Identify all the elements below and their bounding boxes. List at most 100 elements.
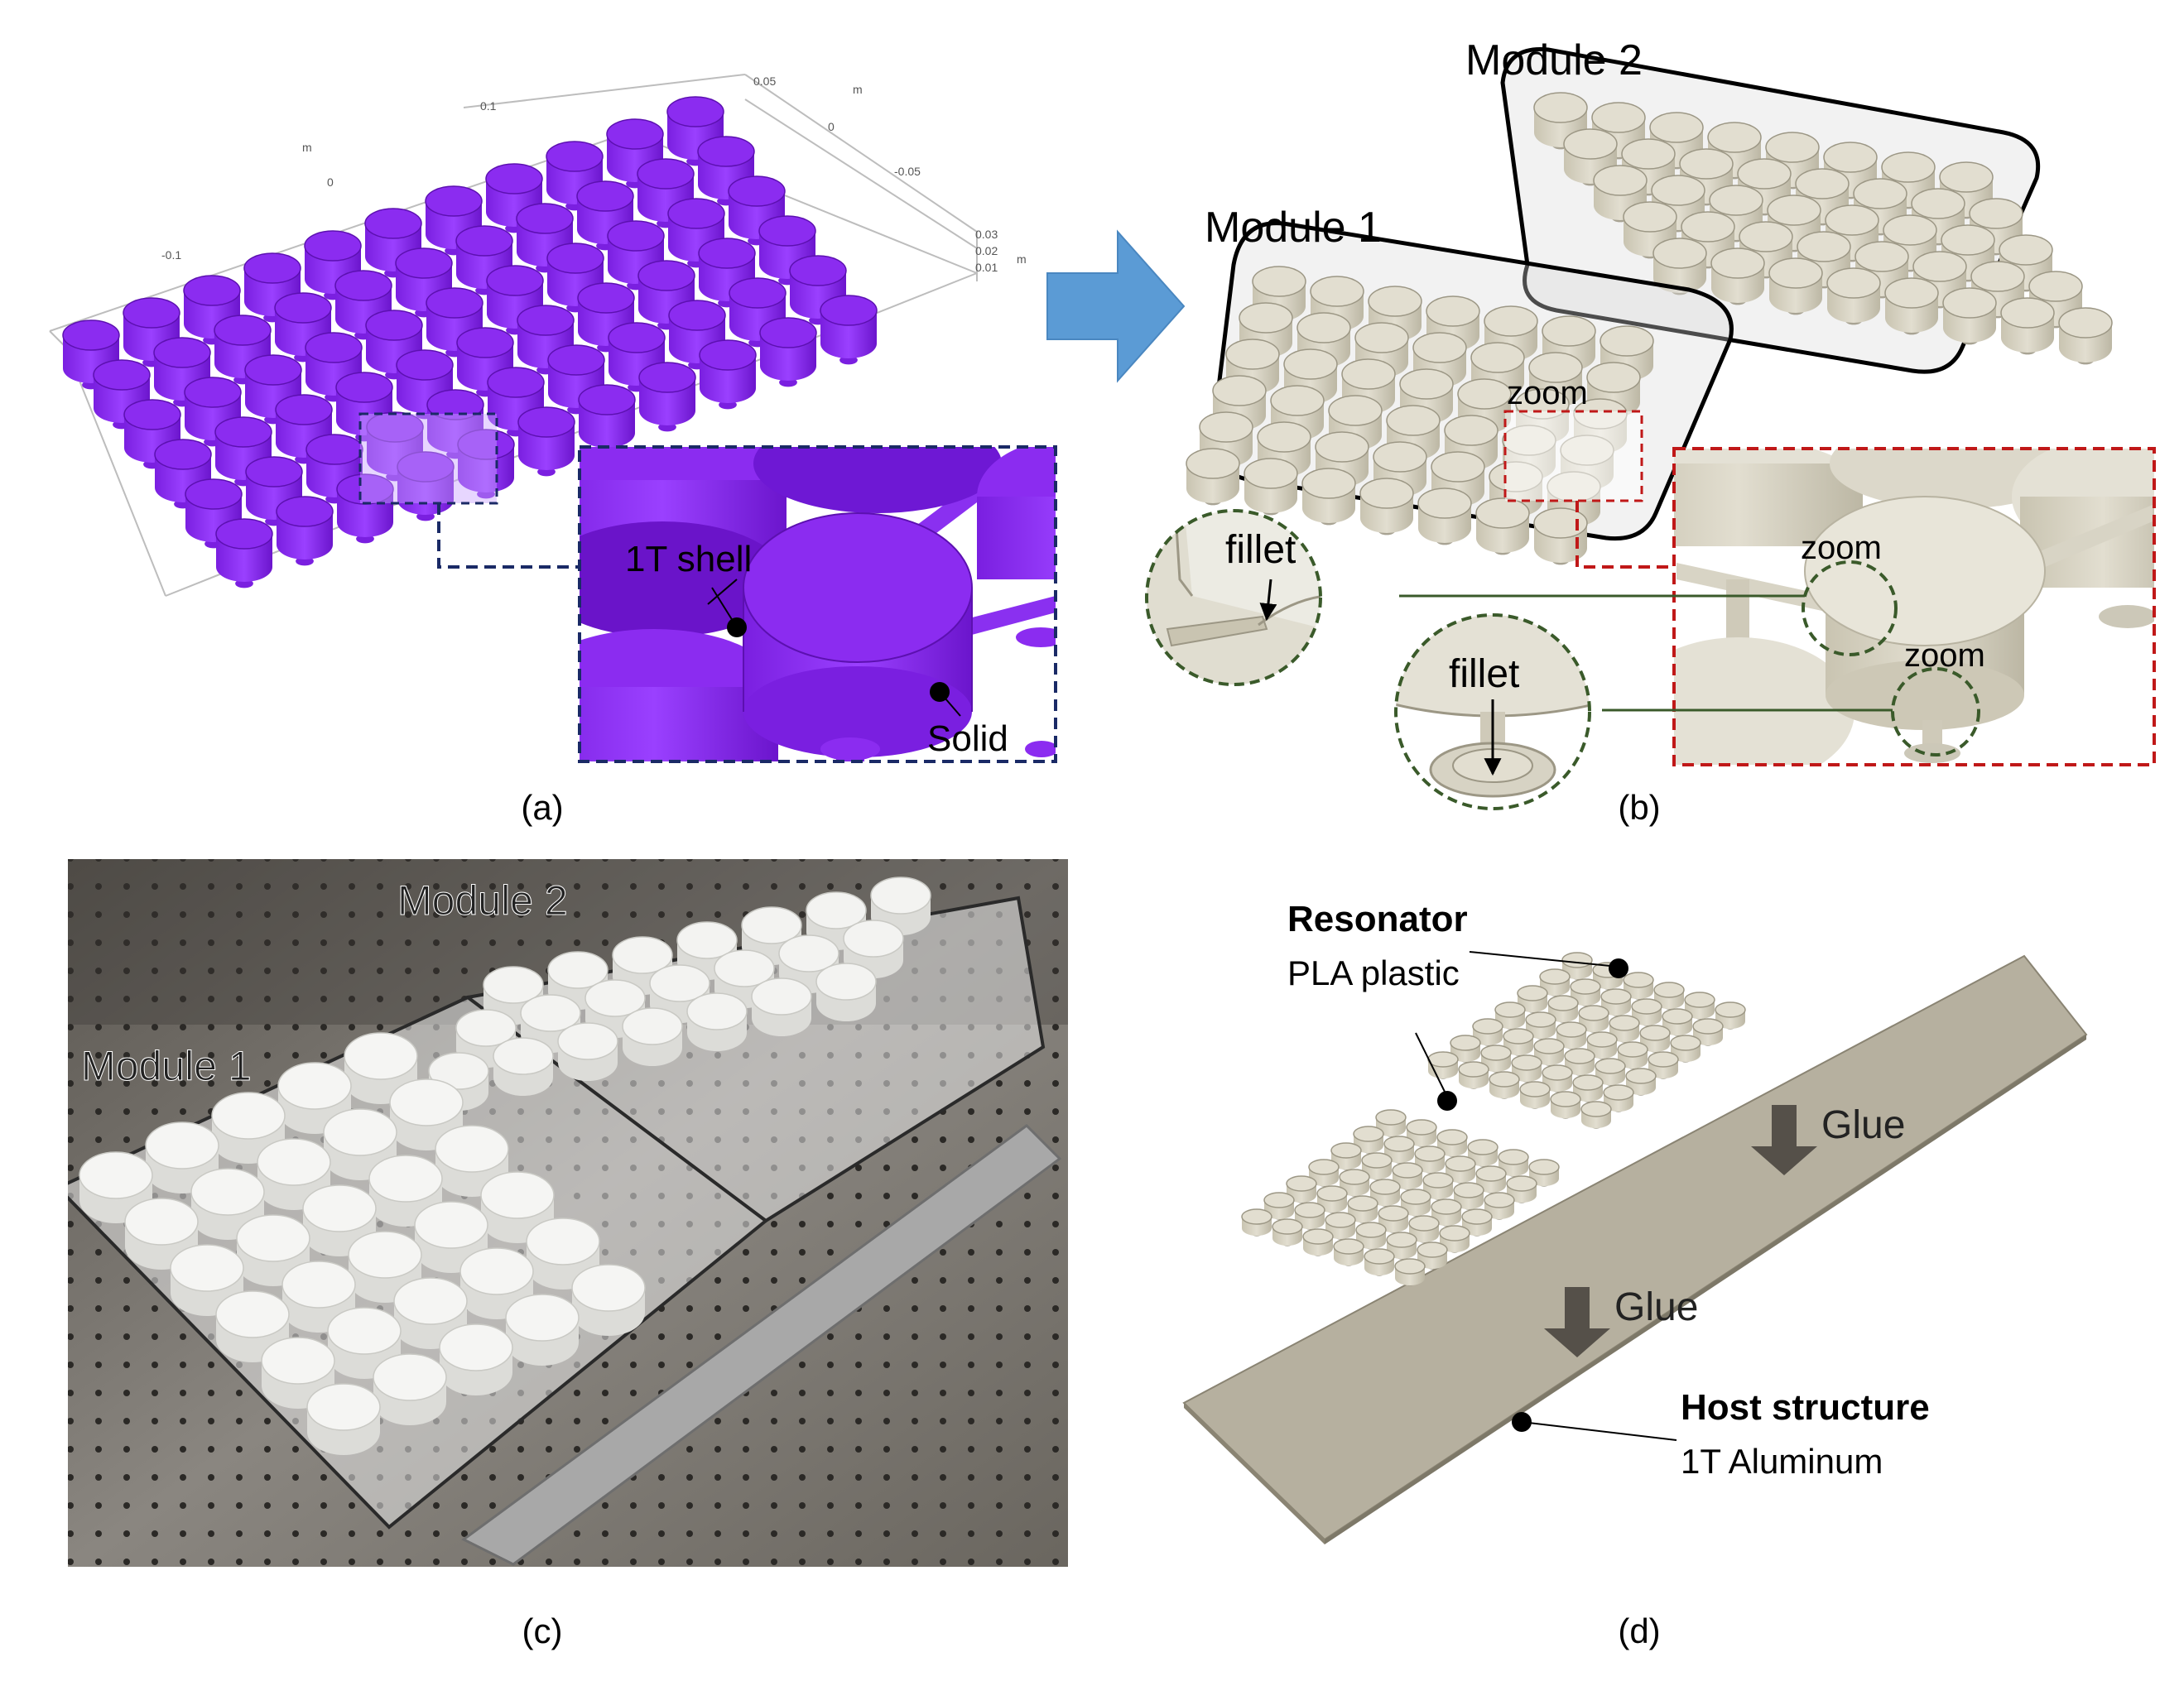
resonator-cylinder xyxy=(1364,1248,1395,1276)
resonator-cylinder xyxy=(244,354,302,425)
tick-label: 0.1 xyxy=(480,99,497,113)
resonator-array-module-2 xyxy=(1533,92,2113,365)
tick-label: 0.02 xyxy=(975,244,998,257)
resonator-cylinder xyxy=(547,344,605,415)
caption-b: (b) xyxy=(1618,788,1660,827)
resonator-cylinder xyxy=(215,518,273,588)
resonator-cylinder xyxy=(1580,1101,1612,1129)
resonator-cylinder xyxy=(1353,1126,1384,1154)
resonator-cylinder xyxy=(1386,1232,1417,1260)
zoom-box xyxy=(1503,410,1643,502)
resonator-cylinder xyxy=(457,429,515,499)
resonator-cylinder xyxy=(729,277,787,348)
resonator-cylinder xyxy=(1302,1228,1334,1256)
resonator-cylinder xyxy=(364,208,422,278)
panel-c: Module 2 Module 1 (c) xyxy=(68,859,1068,1650)
resonator-cylinder xyxy=(1884,277,1939,335)
resonator-cylinder xyxy=(486,265,544,335)
resonator-array-model xyxy=(62,96,878,588)
zoom-connector xyxy=(1575,501,1672,569)
resonator-cylinder xyxy=(1399,368,1454,426)
resonator-cylinder xyxy=(1542,1064,1573,1093)
zoom-circle-lower xyxy=(1891,667,1980,756)
resonator-cylinder xyxy=(1595,1058,1626,1086)
tick-label: -0.1 xyxy=(161,248,181,262)
resonator-cylinder xyxy=(336,473,394,544)
resonator-cylinder xyxy=(1539,968,1571,997)
panel-a: 0.1 0.05 0 -0.05 0 -0.1 0.03 0.02 0.01 m… xyxy=(49,74,1057,827)
resonator-cylinder xyxy=(1826,267,1881,325)
tick-label: 0.01 xyxy=(975,261,998,274)
resonator-cylinder xyxy=(1768,257,1823,315)
zoom-frame xyxy=(1672,447,2156,766)
fillet-detail-lower: fillet xyxy=(1394,613,1591,810)
resonator-cylinder xyxy=(257,1138,331,1210)
resonator-cylinder xyxy=(493,1037,554,1096)
inset-zoom-model: 1T shell Solid xyxy=(578,445,1057,763)
resonator-cylinder xyxy=(1617,1041,1648,1069)
resonator-cylinder xyxy=(1369,1179,1401,1207)
resonator-cylinder xyxy=(759,317,817,387)
resonator-cylinder xyxy=(1670,1035,1701,1063)
resonator-cylinder xyxy=(1406,1119,1437,1147)
resonator-cylinder xyxy=(1394,1258,1426,1286)
resonator-cylinder xyxy=(1301,468,1356,526)
resonator-cylinder xyxy=(1414,1145,1446,1174)
label-resonator: Resonator xyxy=(1287,899,1468,939)
resonator-cylinder xyxy=(1457,378,1512,436)
zoom-circle-upper xyxy=(1802,560,1898,656)
resonator-cylinder xyxy=(1503,1028,1534,1056)
resonator-cylinder xyxy=(1498,1149,1529,1177)
resonator-cylinder xyxy=(1272,1218,1303,1246)
label-host-structure: Host structure xyxy=(1681,1387,1930,1428)
resonator-cylinder xyxy=(455,225,513,295)
pointer-dot xyxy=(1437,1091,1457,1111)
unit-label: m xyxy=(302,141,312,154)
resonator-cylinder xyxy=(439,1323,513,1395)
resonator-cylinder xyxy=(1639,1025,1671,1053)
resonator-cylinder xyxy=(820,295,878,365)
tick-label: 0.03 xyxy=(975,228,998,241)
process-arrow xyxy=(1046,229,1186,383)
label-module-1: Module 1 xyxy=(81,1043,252,1089)
label-1t-shell: 1T shell xyxy=(625,539,752,579)
resonator-cylinder xyxy=(1547,995,1579,1023)
resonator-cylinder xyxy=(577,282,635,353)
resonator-cylinder xyxy=(154,439,212,509)
resonator-cylinder xyxy=(1339,1169,1370,1197)
resonator-cylinder xyxy=(1286,1175,1317,1203)
resonator-cylinder xyxy=(261,1337,335,1409)
resonator-cylinder xyxy=(751,977,812,1036)
resonator-cylinder xyxy=(62,319,120,390)
glue-arrow xyxy=(1751,1105,1817,1175)
resonator-cylinder xyxy=(622,1007,683,1066)
resonator-cylinder xyxy=(2058,307,2113,365)
resonator-cylinder xyxy=(93,359,151,430)
resonator-cylinder xyxy=(1563,128,1618,186)
resonator-cylinder xyxy=(1431,1198,1462,1227)
selection-box xyxy=(358,412,498,505)
resonator-cylinder xyxy=(366,411,424,482)
resonator-cylinder xyxy=(758,215,816,286)
caption-c: (c) xyxy=(522,1611,563,1650)
ruler xyxy=(461,1124,1062,1566)
resonator-cylinder xyxy=(1186,448,1240,506)
resonator-cylinder xyxy=(397,451,455,521)
resonator-cylinder xyxy=(1533,507,1588,565)
label-module-2: Module 2 xyxy=(1465,36,1643,84)
resonator-cylinder xyxy=(516,203,574,273)
label-solid: Solid xyxy=(927,718,1008,759)
resonator-cylinder xyxy=(1453,1182,1484,1210)
inset-frame xyxy=(578,445,1057,763)
resonator-cylinder xyxy=(1361,1152,1393,1180)
resonator-module-lower xyxy=(1241,1109,1560,1286)
resonator-cylinder xyxy=(1519,1081,1551,1109)
resonator-cylinder xyxy=(1942,287,1997,345)
resonator-cylinder xyxy=(393,1277,468,1349)
resonator-cylinder xyxy=(1550,1091,1581,1119)
resonator-cylinder xyxy=(211,1092,286,1164)
resonator-cylinder xyxy=(1494,1001,1526,1030)
printed-resonators xyxy=(79,877,931,1455)
inset-connector xyxy=(437,503,580,569)
